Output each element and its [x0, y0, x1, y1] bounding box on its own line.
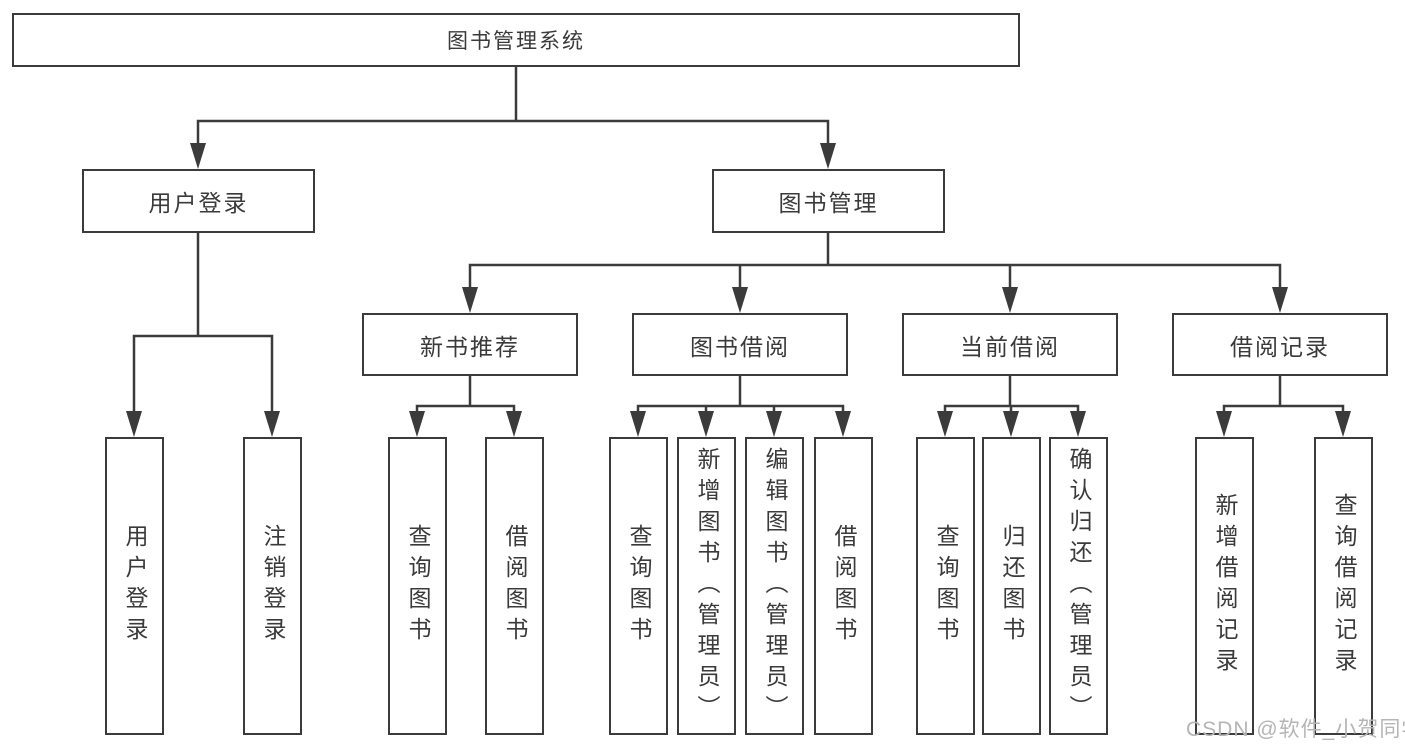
leaf-borrow-add-books-admin: 新增图书（管理员）	[677, 437, 736, 735]
leaf-recommend-query-books: 查询图书	[388, 437, 447, 735]
connector-new-book-recommend-group	[415, 374, 516, 415]
leaf-records-query-record: 查询借阅记录	[1314, 437, 1373, 735]
node-current-borrow: 当前借阅	[902, 313, 1118, 376]
connector-user-login-group	[132, 231, 274, 414]
node-label: 用户登录	[148, 190, 249, 216]
node-label: 图书管理系统	[447, 30, 585, 53]
node-label: 当前借阅	[960, 333, 1060, 360]
node-label: 新书推荐	[420, 333, 520, 360]
node-label: 借阅图书	[502, 524, 528, 648]
node-label: 新增借阅记录	[1212, 493, 1238, 679]
node-book-management: 图书管理	[712, 169, 945, 233]
node-borrow-records: 借阅记录	[1172, 313, 1388, 376]
leaf-records-add-record: 新增借阅记录	[1195, 437, 1254, 735]
leaf-user-login: 用户登录	[105, 437, 164, 735]
connector-book-borrow-group	[636, 374, 845, 415]
leaf-borrow-borrow-books: 借阅图书	[814, 437, 873, 735]
node-label: 借阅记录	[1230, 333, 1330, 360]
node-label: 图书借阅	[690, 333, 790, 360]
leaf-current-query-books: 查询图书	[916, 437, 975, 735]
node-label: 确认归还（管理员）	[1066, 446, 1092, 726]
connector-current-borrow-group	[943, 374, 1080, 415]
connector-book-management-group	[468, 231, 1282, 290]
node-label: 注销登录	[260, 524, 286, 648]
node-label: 归还图书	[999, 524, 1025, 648]
node-root-system: 图书管理系统	[12, 13, 1020, 67]
csdn-watermark: CSDN @软件_小贺同学	[1186, 718, 1405, 741]
node-book-borrow: 图书借阅	[632, 313, 848, 376]
leaf-borrow-query-books: 查询图书	[609, 437, 668, 735]
node-new-book-recommend: 新书推荐	[362, 313, 578, 376]
leaf-current-confirm-return-admin: 确认归还（管理员）	[1049, 437, 1108, 735]
leaf-recommend-borrow-books: 借阅图书	[485, 437, 544, 735]
leaf-logout: 注销登录	[243, 437, 302, 735]
node-label: 编辑图书（管理员）	[762, 446, 788, 726]
node-label: 新增图书（管理员）	[694, 446, 720, 726]
connector-borrow-records-group	[1222, 374, 1345, 415]
leaf-borrow-edit-books-admin: 编辑图书（管理员）	[745, 437, 804, 735]
node-label: 用户登录	[122, 524, 148, 648]
node-label: 图书管理	[778, 190, 879, 216]
node-user-login: 用户登录	[82, 169, 315, 233]
node-label: 查询图书	[626, 524, 652, 648]
node-label: 查询图书	[405, 524, 431, 648]
leaf-current-return-books: 归还图书	[982, 437, 1041, 735]
node-label: 查询图书	[933, 524, 959, 648]
node-label: 借阅图书	[831, 524, 857, 648]
connector-root-to-level2	[196, 65, 830, 146]
node-label: 查询借阅记录	[1331, 493, 1357, 679]
